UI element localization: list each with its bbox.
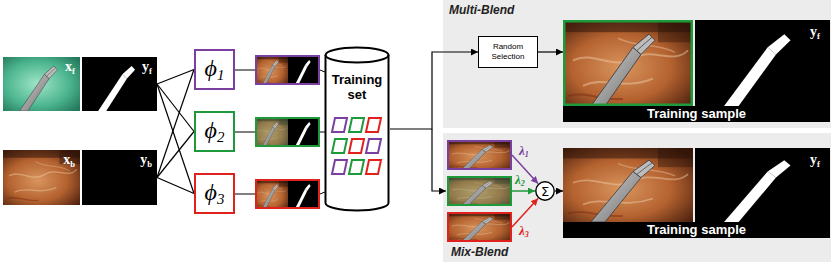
weight-label-base: λ xyxy=(515,172,521,187)
image-label-subscript: b xyxy=(70,159,75,169)
connector xyxy=(157,178,194,194)
mask-label-base: y xyxy=(810,24,817,39)
image-label: yf xyxy=(142,60,152,75)
weight-label-subscript: 2 xyxy=(521,179,525,188)
image-label: yb xyxy=(140,153,152,168)
transform-label-subscript: 1 xyxy=(217,67,224,83)
connector xyxy=(538,51,563,52)
link-line xyxy=(235,194,255,195)
blend-thumbnail xyxy=(255,179,320,209)
image-label-subscript: f xyxy=(149,66,152,76)
transform-label-base: ϕ xyxy=(205,179,217,205)
blended-image xyxy=(563,20,693,106)
sample-label: Training sample xyxy=(563,222,830,238)
link-line xyxy=(235,132,255,133)
caption-bar xyxy=(563,222,830,238)
mask-image xyxy=(695,20,830,106)
image xyxy=(3,57,80,111)
transform-label-base: ϕ xyxy=(205,117,217,143)
transform-box: ϕ1 xyxy=(194,49,235,90)
image-label: xb xyxy=(63,153,75,168)
blend-thumbnail xyxy=(255,117,320,147)
link-line xyxy=(320,132,325,133)
sum-symbol: Σ xyxy=(541,185,549,198)
image-label-base: x xyxy=(65,59,72,74)
image xyxy=(3,150,80,205)
transform-box: ϕ3 xyxy=(194,173,235,214)
weight-label-base: λ xyxy=(519,223,525,238)
blended-image xyxy=(563,148,693,222)
image-thumbnail: xb xyxy=(3,150,80,205)
image-label: xf xyxy=(65,60,75,75)
mask-label-subscript: f xyxy=(817,159,820,169)
node-shape xyxy=(324,46,390,212)
sample-label: Training sample xyxy=(563,106,830,122)
transform-label-base: ϕ xyxy=(205,55,217,81)
image-label-base: y xyxy=(142,59,149,74)
link-line xyxy=(235,70,255,71)
transform-box: ϕ2 xyxy=(194,111,235,152)
panel-heading: Mix-Blend xyxy=(451,245,508,259)
image-label-base: x xyxy=(63,152,70,167)
weight-label-base: λ xyxy=(519,143,525,158)
weight-arrow xyxy=(512,198,538,227)
process-label: Random Selection xyxy=(481,42,535,62)
image-label-base: y xyxy=(140,152,147,167)
mask-image xyxy=(695,148,830,222)
dataset-samples xyxy=(332,118,381,174)
image xyxy=(82,150,157,205)
blend-thumbnail xyxy=(447,176,512,206)
image xyxy=(82,57,157,111)
weight-label: λ2 xyxy=(515,173,525,188)
weight-arrow xyxy=(512,190,535,192)
sum-circle: Σ xyxy=(535,181,555,201)
mask-label: yf xyxy=(810,153,820,168)
panel-heading: Multi-Blend xyxy=(449,3,514,17)
connector xyxy=(157,132,194,178)
training-sample: yfTraining sample xyxy=(563,148,830,238)
transform-label: ϕ3 xyxy=(205,180,225,207)
transform-label-subscript: 3 xyxy=(217,191,224,207)
weight-label-subscript: 3 xyxy=(525,230,529,239)
connector xyxy=(157,70,194,178)
image-thumbnail: xf xyxy=(3,57,80,111)
image-label-subscript: b xyxy=(147,159,152,169)
dataset-label: Training set xyxy=(326,72,388,102)
link-line xyxy=(320,70,325,72)
mask-thumbnail: yf xyxy=(82,57,157,111)
image-label-subscript: f xyxy=(72,66,75,76)
transform-label: ϕ1 xyxy=(205,56,225,83)
link-line xyxy=(320,192,325,194)
branch-arrow xyxy=(432,129,446,191)
dataset-cylinder: Training set xyxy=(324,46,390,212)
blend-thumbnail xyxy=(255,55,320,85)
process-box: Random Selection xyxy=(478,36,538,68)
transform-label-subscript: 2 xyxy=(217,129,224,145)
weight-label: λ1 xyxy=(519,144,529,159)
cylinder-rim xyxy=(326,55,389,63)
mask-label: yf xyxy=(810,25,820,40)
connector xyxy=(390,52,478,129)
circle-outline xyxy=(536,182,554,200)
method-panel: Multi-BlendRandom Selection yfTraining sa… xyxy=(443,0,831,128)
caption-bar xyxy=(563,106,830,122)
training-sample: yfTraining sample xyxy=(563,20,830,122)
connector xyxy=(555,190,563,191)
image-border xyxy=(564,21,692,105)
panel-ground xyxy=(443,133,831,262)
mask-label-base: y xyxy=(810,152,817,167)
connector xyxy=(157,84,194,194)
connector xyxy=(157,70,194,85)
blend-thumbnail xyxy=(447,140,512,170)
mask-thumbnail: yb xyxy=(82,150,157,205)
weight-label: λ3 xyxy=(519,224,529,239)
weight-label-subscript: 1 xyxy=(525,150,529,159)
method-panel: Mix-Blend ΣyfTraining sample xyxy=(443,133,831,262)
transform-label: ϕ2 xyxy=(205,118,225,145)
cylinder-outline xyxy=(326,48,389,211)
panel-ground xyxy=(443,0,831,128)
mask-label-subscript: f xyxy=(817,31,820,41)
blend-thumbnail xyxy=(447,212,512,242)
